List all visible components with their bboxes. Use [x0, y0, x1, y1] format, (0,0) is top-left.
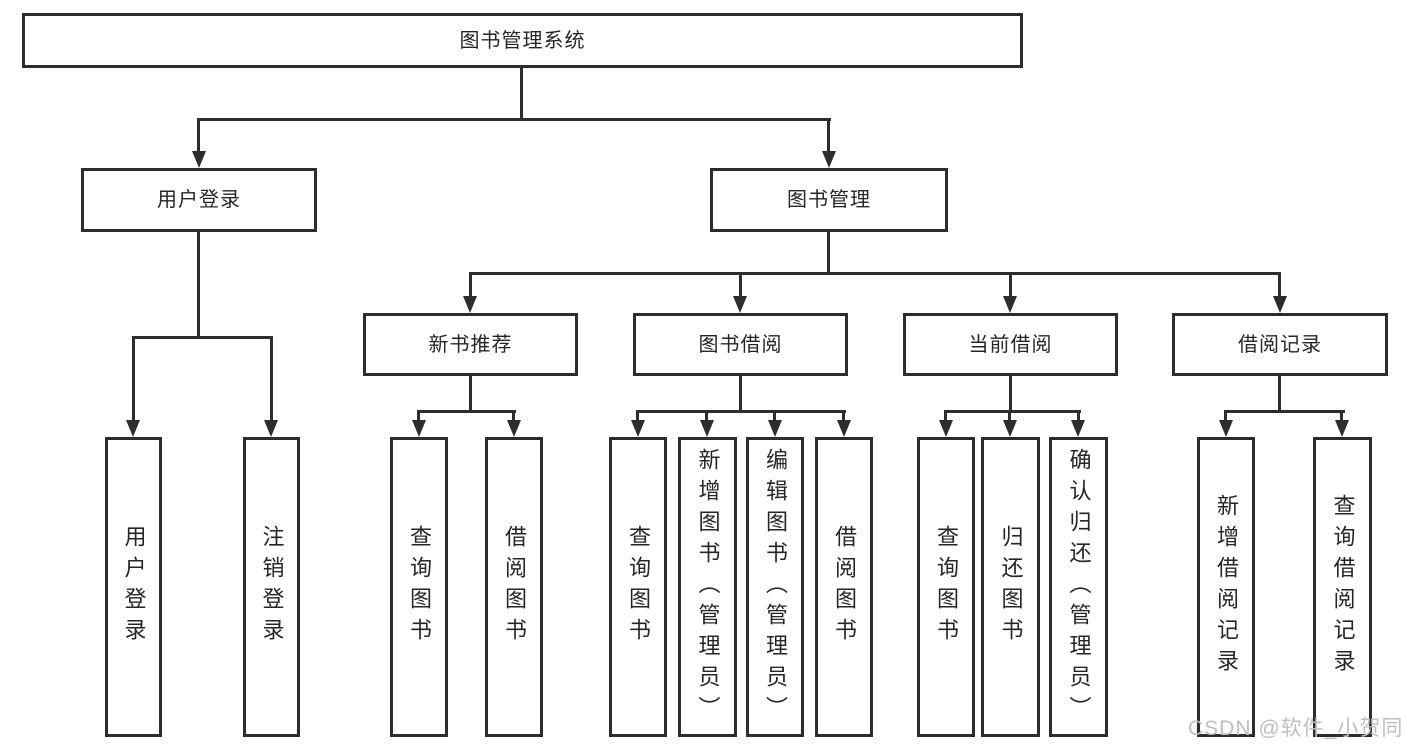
leaf-label: 查询借阅记录 [1330, 494, 1356, 680]
arrow-down-icon [463, 296, 477, 313]
connector-line [197, 232, 200, 339]
connector-line [197, 118, 200, 154]
connector-line [1224, 410, 1345, 413]
connector-line [944, 410, 947, 424]
connector-line [827, 118, 830, 154]
arrow-down-icon [768, 420, 782, 437]
connector-line [1009, 376, 1012, 413]
leaf-confirm-return-admin: 确认归还（管理员） [1049, 437, 1108, 737]
leaf-label: 新增借阅记录 [1214, 494, 1239, 680]
leaf-label: 注销登录 [259, 525, 285, 649]
leaf-add-borrow-record: 新增借阅记录 [1197, 437, 1255, 737]
node-user-login: 用户登录 [81, 168, 317, 232]
arrow-down-icon [264, 420, 278, 437]
connector-line [842, 410, 845, 424]
leaf-label: 查询图书 [626, 525, 651, 649]
arrow-down-icon [1071, 420, 1085, 437]
connector-line [469, 376, 472, 413]
leaf-label: 查询图书 [407, 525, 432, 649]
arrow-down-icon [192, 151, 206, 168]
arrow-down-icon [1335, 420, 1349, 437]
leaf-return-book: 归还图书 [981, 437, 1040, 737]
node-new-book-recommend: 新书推荐 [363, 313, 578, 376]
arrow-down-icon [1003, 296, 1017, 313]
arrow-down-icon [126, 420, 140, 437]
leaf-user-login: 用户登录 [105, 437, 162, 737]
arrow-down-icon [1003, 420, 1017, 437]
leaf-add-book-admin: 新增图书（管理员） [678, 437, 737, 737]
leaf-logout: 注销登录 [243, 437, 300, 737]
connector-line [132, 336, 273, 339]
node-borrow-records: 借阅记录 [1172, 313, 1388, 376]
arrow-down-icon [733, 296, 747, 313]
leaf-query-book-3: 查询图书 [917, 437, 975, 737]
connector-line [739, 272, 742, 300]
connector-line [417, 410, 516, 413]
connector-line [520, 68, 523, 121]
leaf-query-borrow-record: 查询借阅记录 [1313, 437, 1372, 737]
arrow-down-icon [700, 420, 714, 437]
leaf-label: 新增图书（管理员） [695, 447, 721, 727]
arrow-down-icon [1273, 296, 1287, 313]
connector-line [1278, 376, 1281, 413]
connector-line [773, 410, 776, 424]
leaf-label: 查询图书 [934, 525, 959, 649]
connector-line [1224, 410, 1227, 424]
leaf-label: 借阅图书 [832, 525, 857, 649]
connector-line [944, 410, 1081, 413]
node-current-borrow: 当前借阅 [903, 313, 1118, 376]
connector-line [705, 410, 708, 424]
leaf-borrow-book-1: 借阅图书 [485, 437, 543, 737]
connector-line [636, 410, 846, 413]
connector-line [197, 118, 831, 121]
leaf-query-book-2: 查询图书 [609, 437, 667, 737]
connector-line [469, 272, 1281, 275]
arrow-down-icon [822, 151, 836, 168]
connector-line [132, 336, 135, 424]
connector-line [827, 232, 830, 275]
connector-line [739, 376, 742, 413]
leaf-label: 借阅图书 [502, 525, 527, 649]
connector-line [1009, 272, 1012, 300]
arrow-down-icon [837, 420, 851, 437]
arrow-down-icon [939, 420, 953, 437]
leaf-borrow-book-2: 借阅图书 [815, 437, 873, 737]
arrow-down-icon [412, 420, 426, 437]
connector-line [1340, 410, 1343, 424]
connector-line [512, 410, 515, 424]
arrow-down-icon [1219, 420, 1233, 437]
connector-line [417, 410, 420, 424]
connector-line [636, 410, 639, 424]
leaf-query-book-1: 查询图书 [390, 437, 448, 737]
node-book-borrow: 图书借阅 [633, 313, 848, 376]
leaf-label: 归还图书 [998, 525, 1024, 649]
leaf-edit-book-admin: 编辑图书（管理员） [746, 437, 804, 737]
node-book-management: 图书管理 [710, 168, 948, 232]
connector-line [1077, 410, 1080, 424]
leaf-label: 编辑图书（管理员） [763, 447, 788, 727]
node-root: 图书管理系统 [22, 13, 1023, 68]
leaf-label: 确认归还（管理员） [1066, 447, 1092, 727]
connector-line [1278, 272, 1281, 300]
connector-line [469, 272, 472, 300]
csdn-watermark: CSDN @软件_小贺同学 [1188, 717, 1405, 740]
arrow-down-icon [631, 420, 645, 437]
connector-line [1008, 410, 1011, 424]
connector-line [270, 336, 273, 424]
arrow-down-icon [507, 420, 521, 437]
leaf-label: 用户登录 [121, 525, 147, 649]
